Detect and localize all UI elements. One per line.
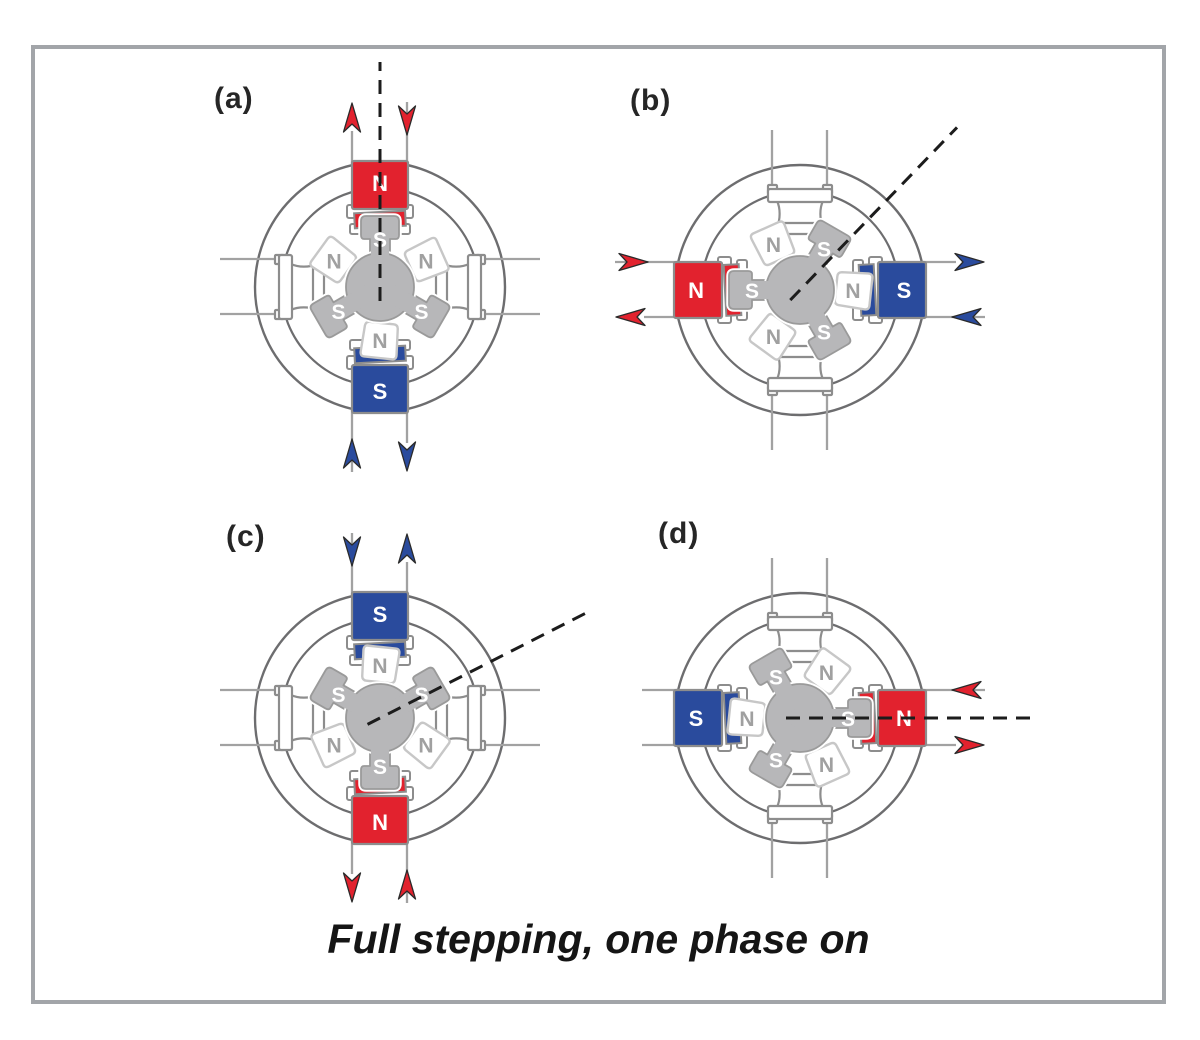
rotor-ghost-label: N <box>739 708 754 731</box>
rotor-ghost-label: N <box>766 326 781 349</box>
current-arrow-top <box>342 102 362 133</box>
rotor-ghost-label: N <box>819 662 834 685</box>
current-arrow-top <box>342 536 362 567</box>
rotor-tooth-label: S <box>769 750 783 773</box>
rotor-tooth-label: S <box>745 280 759 303</box>
rotor: S S S <box>746 645 874 791</box>
coil-wires-right <box>922 252 985 327</box>
rotor-tooth-label: S <box>769 666 783 689</box>
current-arrow-right <box>951 307 982 327</box>
rotor-tooth-label: S <box>415 301 429 324</box>
pole-letter-top: S <box>373 602 388 627</box>
rotor-ghost-tooth <box>361 644 401 685</box>
rotor: S S S <box>726 217 854 363</box>
rotor: S S S <box>307 664 453 792</box>
coil-wires-bottom <box>770 815 829 878</box>
rotor-ghost-label: N <box>819 754 834 777</box>
coil-wires-left <box>220 688 283 747</box>
rotor-ghost-tooth <box>726 697 767 737</box>
rotor-tooth-label: S <box>841 708 855 731</box>
rotor-ghost-tooth <box>803 647 852 696</box>
rotor-ghost-label: N <box>327 735 342 758</box>
coil-wires-left <box>615 252 678 327</box>
current-arrow-right <box>954 252 985 272</box>
rotor-ghost-tooth <box>833 271 874 311</box>
rotor-ghost-tooth <box>403 236 450 283</box>
motor-diagram-c: S N N N N S S S <box>220 533 592 903</box>
current-arrow-bottom <box>342 438 362 469</box>
coil-wires-top <box>342 102 417 165</box>
rotor-ghost-tooth <box>309 235 358 284</box>
rotor-ghost-label: N <box>418 735 433 758</box>
rotor-ghost-label: N <box>327 251 342 274</box>
coil-wires-top <box>342 533 417 596</box>
rotor-tooth-label: S <box>415 684 429 707</box>
rotor-tooth-label: S <box>331 684 345 707</box>
rotor-ghost-label: N <box>845 280 860 303</box>
coil-wires-left <box>642 688 678 747</box>
pole-letter-bottom: N <box>372 810 388 835</box>
figure-frame <box>31 45 1166 1004</box>
coil-wires-bottom <box>342 840 417 903</box>
current-arrow-left <box>615 307 646 327</box>
current-arrow-right <box>951 680 982 700</box>
rotor-tooth-label: S <box>373 756 387 779</box>
figure-caption: Full stepping, one phase on <box>327 916 870 962</box>
current-arrow-bottom <box>397 441 417 472</box>
rotor-ghost-label: N <box>372 330 387 353</box>
coil-wires-right <box>477 688 540 747</box>
coil-wires-top <box>770 558 829 621</box>
rotor-tooth-label: S <box>331 301 345 324</box>
coil-wires-right <box>922 680 985 755</box>
motor: S N N N N S S S <box>220 533 592 903</box>
current-arrow-top <box>397 533 417 564</box>
coil-wires-bottom <box>342 409 417 472</box>
current-arrow-top <box>397 105 417 136</box>
coil-wires-bottom <box>770 387 829 450</box>
current-arrow-right <box>954 735 985 755</box>
rotor-ghost-tooth <box>748 312 797 361</box>
current-arrow-bottom <box>342 872 362 903</box>
rotor-ghost-label: N <box>418 251 433 274</box>
rotor-axis-dashed-line <box>366 609 592 726</box>
rotor-ghost-label: N <box>372 655 387 678</box>
rotor-ghost-tooth <box>749 220 796 267</box>
pole-letter-bottom: S <box>373 379 388 404</box>
rotor-tooth-label: S <box>817 322 831 345</box>
current-arrow-bottom <box>397 869 417 900</box>
rotor-ghost-label: N <box>766 234 781 257</box>
rotor-tooth-label: S <box>817 238 831 261</box>
rotor-axis-dashed-line <box>789 126 959 302</box>
rotor-ghost-tooth <box>804 741 851 788</box>
coil-wires-left <box>220 257 283 316</box>
rotor-ghost-tooth <box>310 722 357 769</box>
rotor-tooth-label: S <box>373 229 387 252</box>
pole-letter-left: N <box>688 278 704 303</box>
pole-letter-left: S <box>689 706 704 731</box>
coil-wires-right <box>477 257 540 316</box>
coil-wires-top <box>770 130 829 193</box>
rotor-ghost-tooth <box>359 320 399 361</box>
rotor-ghost-tooth <box>402 721 451 770</box>
pole-letter-right: S <box>897 278 912 303</box>
current-arrow-left <box>618 252 649 272</box>
